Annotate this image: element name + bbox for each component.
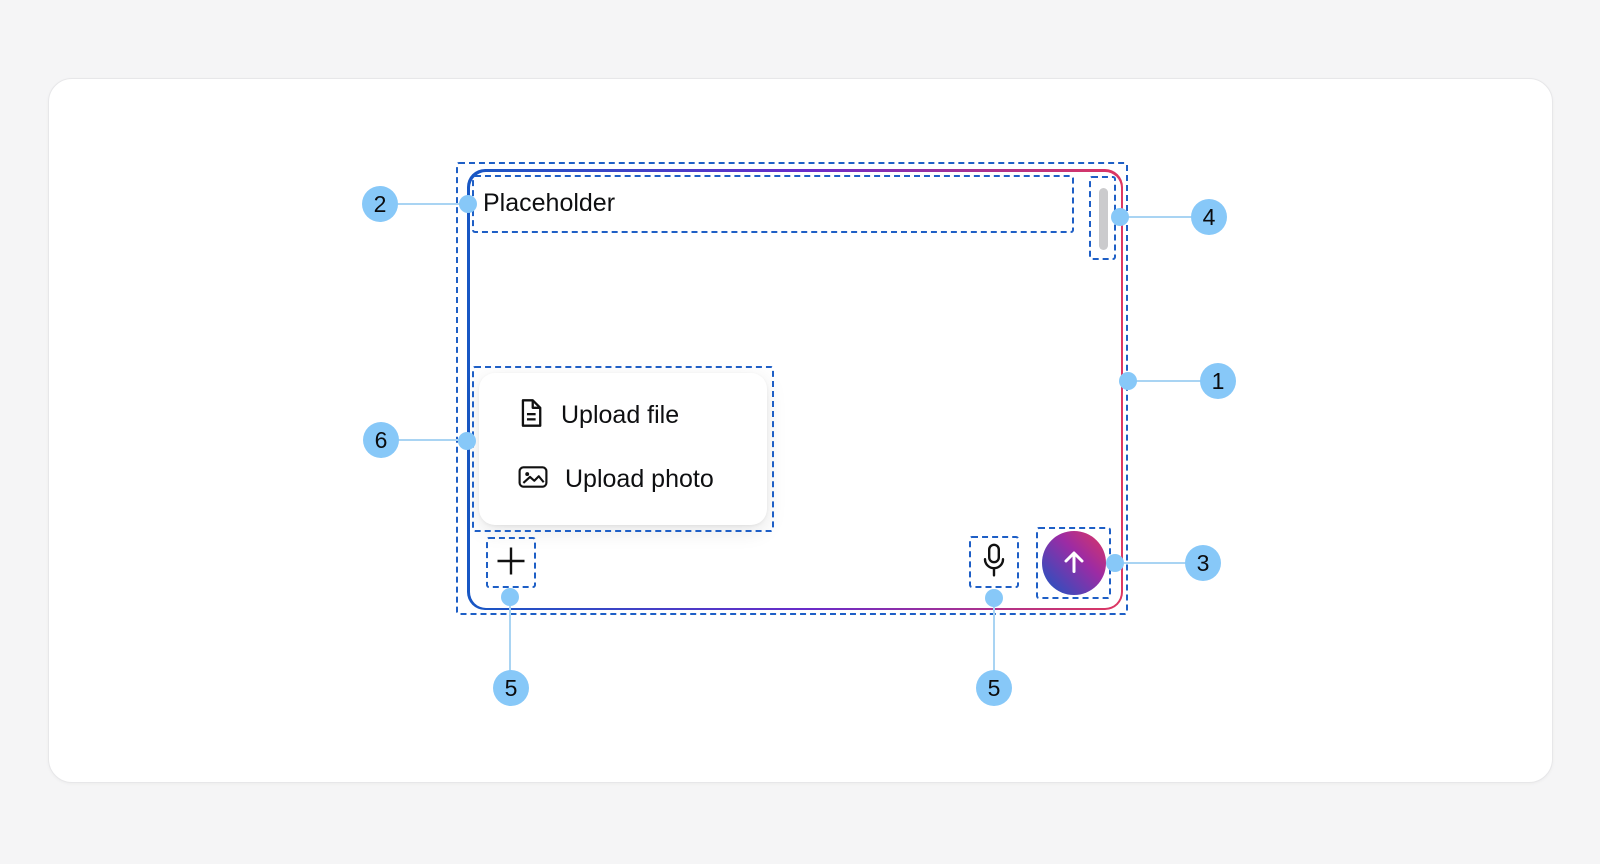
callout-badge-5-right: 5 [976,670,1012,706]
callout-badge-3: 3 [1185,545,1221,581]
callout-line-5-right [993,598,995,671]
menu-item-label: Upload file [561,400,680,429]
plus-icon [494,544,528,581]
callout-dot-5-right [985,589,1003,607]
menu-item-upload-photo[interactable]: Upload photo [518,464,714,494]
annotation-box-add-button [486,537,536,588]
callout-dot-1 [1119,372,1137,390]
callout-dot-5-left [501,588,519,606]
upload-menu: Upload file Upload photo [479,373,767,525]
placeholder-text: Placeholder [483,189,616,217]
menu-item-label: Upload photo [565,464,714,493]
callout-dot-2 [459,195,477,213]
photo-icon [518,464,548,495]
callout-badge-1: 1 [1200,363,1236,399]
annotation-box-upload-menu [472,366,774,532]
callout-line-4 [1119,216,1193,218]
arrow-up-icon [1058,546,1090,581]
callout-line-5-left [509,597,511,671]
callout-badge-6: 6 [363,422,399,458]
microphone-icon [979,543,1009,582]
voice-input-button[interactable] [979,543,1009,582]
callout-badge-2: 2 [362,186,398,222]
callout-dot-3 [1106,554,1124,572]
callout-line-3 [1114,562,1187,564]
prompt-input-box [467,169,1123,610]
annotation-box-placeholder [472,175,1074,233]
callout-badge-5-left: 5 [493,670,529,706]
callout-badge-4: 4 [1191,199,1227,235]
callout-dot-6 [458,432,476,450]
file-icon [518,398,544,433]
annotation-box-send-button [1036,527,1111,599]
menu-item-upload-file[interactable]: Upload file [518,398,680,433]
callout-line-6 [397,439,467,441]
annotation-box-mic-button [969,536,1019,588]
callout-line-1 [1128,380,1202,382]
scrollbar-thumb[interactable] [1099,188,1108,250]
callout-dot-4 [1111,208,1129,226]
callout-line-2 [396,203,468,205]
send-button[interactable] [1042,531,1106,595]
add-attachment-button[interactable] [494,545,528,579]
